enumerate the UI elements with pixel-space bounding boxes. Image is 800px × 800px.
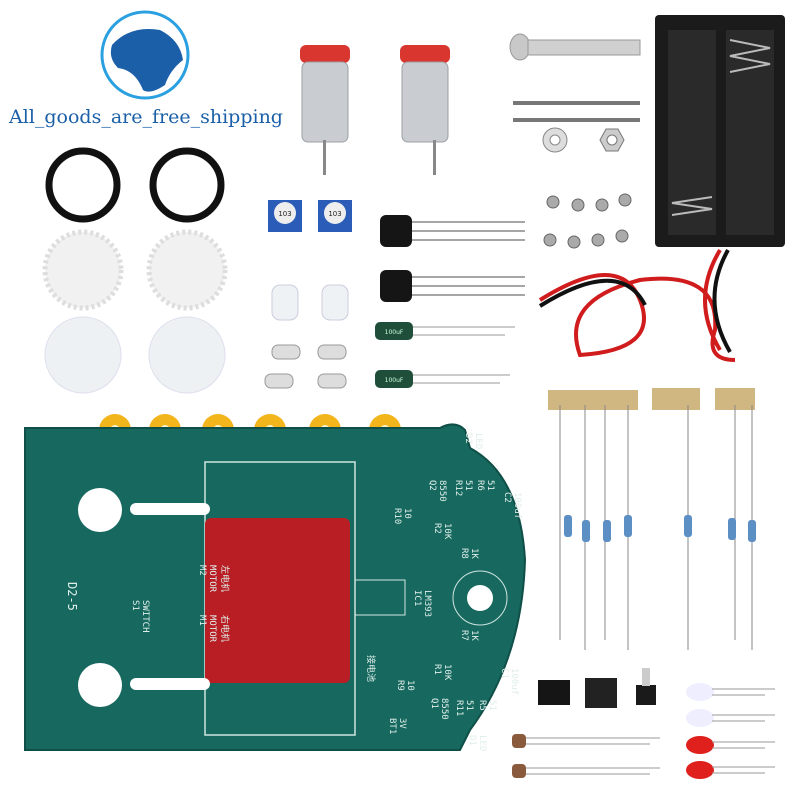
svg-text:接电池: 接电池 xyxy=(365,655,377,682)
capacitor: 100uF xyxy=(375,322,515,340)
worm-gear xyxy=(321,284,349,321)
svg-text:51: 51 xyxy=(463,480,473,491)
svg-text:100uf: 100uf xyxy=(509,668,519,695)
pulley-wheel xyxy=(44,316,122,394)
worm-gear xyxy=(271,284,299,321)
red-wire xyxy=(538,248,736,362)
svg-text:C1: C1 xyxy=(499,668,509,679)
motor-clip xyxy=(317,373,347,389)
led-red xyxy=(686,761,775,779)
svg-text:R1: R1 xyxy=(432,664,442,675)
motor-left xyxy=(300,45,350,175)
svg-text:10: 10 xyxy=(402,508,412,519)
capacitor: 100uF xyxy=(375,370,510,388)
svg-text:M1: M1 xyxy=(197,615,207,626)
svg-text:R5: R5 xyxy=(477,700,487,711)
svg-text:IC1: IC1 xyxy=(412,590,422,606)
svg-text:R12: R12 xyxy=(453,480,463,496)
svg-text:R6: R6 xyxy=(475,480,485,491)
svg-text:103: 103 xyxy=(328,210,341,218)
svg-text:103: 103 xyxy=(278,210,291,218)
svg-text:100uf: 100uf xyxy=(512,492,522,519)
pulley-wheel xyxy=(148,316,226,394)
transistor xyxy=(380,270,525,302)
svg-text:R2: R2 xyxy=(432,523,442,534)
battery-holder xyxy=(655,15,785,247)
svg-text:M2: M2 xyxy=(197,565,207,576)
svg-text:BT1: BT1 xyxy=(387,718,397,734)
led-clear xyxy=(686,709,775,727)
svg-text:100uF: 100uF xyxy=(385,377,404,384)
svg-text:51: 51 xyxy=(485,480,495,491)
svg-text:C2: C2 xyxy=(502,492,512,503)
ic-chip xyxy=(538,680,570,705)
potentiometer: 103 xyxy=(268,200,302,232)
logo-text: All_goods_are_free_shipping xyxy=(8,106,283,128)
photoresistor xyxy=(512,734,660,748)
o-ring xyxy=(45,147,121,223)
svg-text:R8: R8 xyxy=(459,548,469,559)
svg-text:R10: R10 xyxy=(392,508,402,524)
svg-text:51: 51 xyxy=(487,700,497,711)
svg-text:R7: R7 xyxy=(459,630,469,641)
svg-text:3V: 3V xyxy=(397,718,407,729)
ic-socket xyxy=(585,678,617,708)
screws xyxy=(543,193,632,249)
red-tape xyxy=(205,518,350,683)
led-red xyxy=(686,736,775,754)
svg-text:左电机: 左电机 xyxy=(219,565,231,592)
svg-text:S1: S1 xyxy=(130,600,140,611)
black-wire xyxy=(538,249,732,353)
o-ring xyxy=(149,147,225,223)
led-clear xyxy=(686,683,775,701)
motor-right xyxy=(400,45,450,175)
svg-text:100uF: 100uF xyxy=(385,329,404,336)
svg-text:8550: 8550 xyxy=(439,698,449,720)
svg-text:10K: 10K xyxy=(442,523,452,540)
svg-text:10: 10 xyxy=(405,680,415,691)
svg-text:MOTOR: MOTOR xyxy=(207,565,217,593)
svg-text:1K: 1K xyxy=(469,548,479,559)
svg-text:右电机: 右电机 xyxy=(219,615,231,642)
svg-text:51: 51 xyxy=(464,700,474,711)
axle-pin xyxy=(513,101,640,105)
svg-text:MOTOR: MOTOR xyxy=(207,615,217,643)
potentiometer: 103 xyxy=(318,200,352,232)
gear xyxy=(42,229,124,311)
gear xyxy=(146,229,228,311)
resistors xyxy=(548,388,756,650)
transistor xyxy=(380,215,525,247)
svg-text:LED: LED xyxy=(477,735,487,751)
pcb-board xyxy=(24,423,527,751)
push-switch xyxy=(636,685,656,705)
svg-text:D1: D1 xyxy=(467,735,477,746)
svg-text:R11: R11 xyxy=(454,700,464,716)
bolt xyxy=(509,33,641,61)
motor-clip xyxy=(317,344,347,360)
svg-text:LM393: LM393 xyxy=(422,590,432,617)
svg-text:D2-5: D2-5 xyxy=(65,582,79,611)
svg-text:SWITCH: SWITCH xyxy=(140,600,150,633)
svg-text:LED: LED xyxy=(473,433,483,449)
globe-icon xyxy=(110,29,183,92)
motor-clip xyxy=(271,344,301,360)
svg-text:8550: 8550 xyxy=(437,480,447,502)
motor-clip xyxy=(264,373,294,389)
svg-text:1K: 1K xyxy=(469,630,479,641)
svg-text:Q1: Q1 xyxy=(429,698,439,709)
svg-text:R9: R9 xyxy=(395,680,405,691)
svg-text:Q2: Q2 xyxy=(427,480,437,491)
axle-pin xyxy=(513,118,640,122)
svg-text:10K: 10K xyxy=(442,664,452,681)
photoresistor xyxy=(512,764,660,778)
logo: All_goods_are_free_shipping xyxy=(8,10,283,128)
svg-text:D2: D2 xyxy=(463,433,473,444)
